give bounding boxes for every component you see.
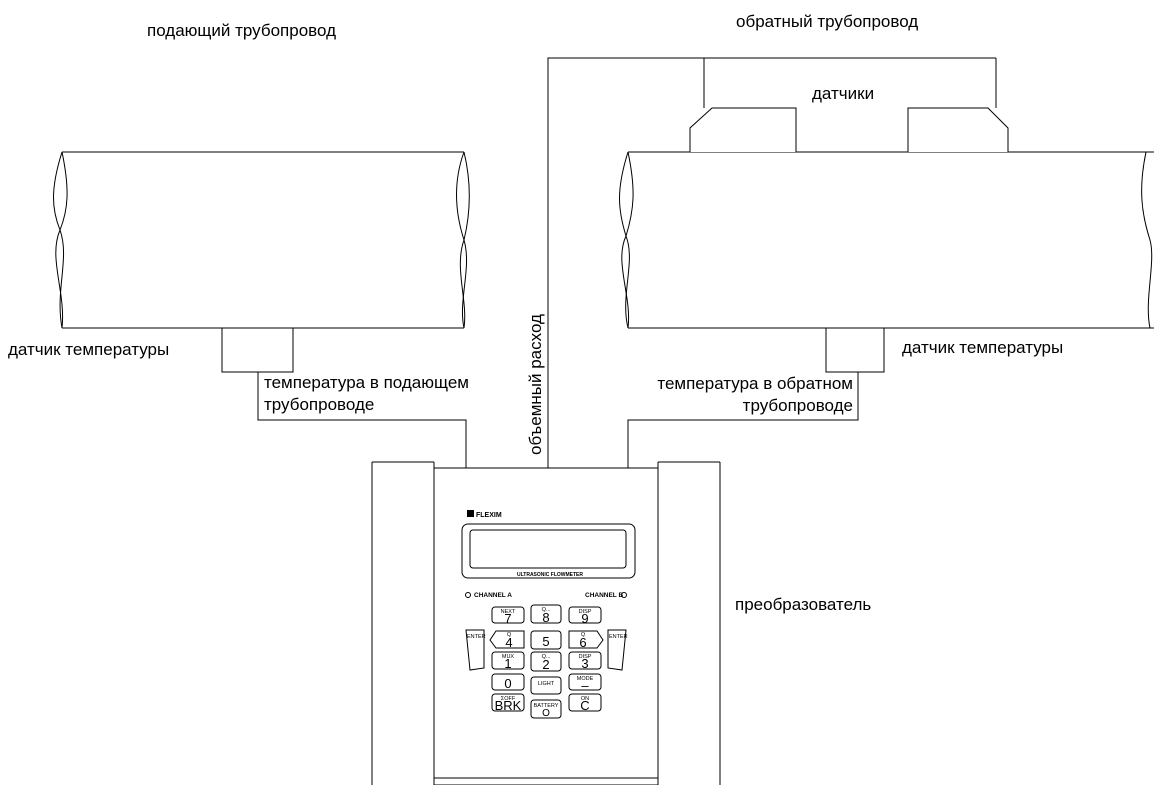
volume-flow-label: объемный расход — [526, 314, 545, 455]
supply-temp-label-2: трубопроводе — [264, 395, 374, 414]
key-light[interactable]: LIGHT — [530, 676, 562, 695]
svg-text:9: 9 — [581, 611, 588, 626]
channel-b-led — [621, 592, 627, 598]
display-caption: ULTRASONIC FLOWMETER — [517, 572, 583, 578]
svg-text:Q...: Q... — [542, 607, 551, 613]
temp-sensor-left-box — [221, 327, 294, 373]
svg-text:0: 0 — [504, 676, 511, 691]
svg-text:BATTERY: BATTERY — [534, 703, 559, 709]
key-1[interactable]: MUX 1 — [491, 651, 525, 671]
svg-text:DISP: DISP — [579, 654, 592, 660]
svg-text:3: 3 — [581, 656, 588, 671]
key-5[interactable]: 5 — [530, 630, 562, 650]
return-pipe-label: обратный трубопровод — [736, 12, 918, 31]
transducer-left — [689, 107, 797, 152]
key-9[interactable]: DISP 9 — [568, 606, 602, 626]
temp-sensor-right-label: датчик температуры — [902, 338, 1063, 357]
key-0[interactable]: 0 — [491, 673, 525, 691]
svg-text:8: 8 — [542, 610, 549, 625]
svg-text:5: 5 — [542, 634, 549, 649]
svg-text:ENTER: ENTER — [467, 634, 486, 640]
svg-text:ON: ON — [581, 696, 589, 702]
svg-text:MODE: MODE — [577, 676, 594, 682]
temp-sensor-right-box — [825, 327, 885, 373]
key-7[interactable]: NEXT 7 — [491, 606, 525, 626]
display-screen — [469, 529, 627, 569]
channel-b-label: CHANNEL B — [585, 592, 623, 599]
svg-text:7: 7 — [504, 611, 511, 626]
transmitter: FLEXIM ULTRASONIC FLOWMETER CHANNEL A CH… — [371, 461, 721, 785]
transmitter-label: преобразователь — [735, 595, 871, 614]
svg-text:–: – — [581, 678, 589, 693]
transducer-right — [907, 107, 1009, 152]
cables — [257, 57, 997, 468]
svg-text:BRK: BRK — [495, 698, 522, 713]
svg-text:C: C — [580, 698, 589, 713]
svg-text:MUX: MUX — [502, 654, 515, 660]
enter-left-key[interactable]: ENTER — [465, 629, 486, 671]
brand-logo-mark — [467, 510, 474, 517]
svg-text:Q: Q — [581, 632, 586, 638]
key-6[interactable]: Q 6 — [568, 630, 604, 650]
svg-text:2: 2 — [542, 657, 549, 672]
return-temp-label-1: температура в обратном — [657, 374, 853, 393]
key-2[interactable]: Q... 2 — [530, 651, 562, 672]
key-brk[interactable]: ΣOFF BRK — [491, 693, 525, 713]
svg-text:DISP: DISP — [579, 609, 592, 615]
svg-text:ΣOFF: ΣOFF — [501, 696, 516, 702]
enter-right-key[interactable]: ENTER — [607, 629, 628, 671]
key-3[interactable]: DISP 3 — [568, 651, 602, 671]
svg-text:4: 4 — [505, 635, 512, 650]
sensors-label: датчики — [812, 84, 874, 103]
svg-text:1: 1 — [504, 656, 511, 671]
key-minus[interactable]: MODE – — [568, 673, 602, 693]
svg-text:ENTER: ENTER — [609, 634, 628, 640]
supply-pipe-label: подающий трубопровод — [147, 21, 336, 40]
channel-a-led — [465, 592, 471, 598]
svg-text:Q: Q — [507, 632, 512, 638]
supply-temp-label-1: температура в подающем — [264, 373, 469, 392]
svg-text:Q...: Q... — [542, 654, 551, 660]
brand-logo-text: FLEXIM — [476, 512, 502, 519]
key-battery[interactable]: BATTERY O — [530, 699, 562, 719]
channel-a-label: CHANNEL A — [474, 592, 512, 599]
svg-text:LIGHT: LIGHT — [538, 681, 555, 687]
svg-text:O: O — [542, 708, 550, 719]
temp-sensor-left-label: датчик температуры — [8, 340, 169, 359]
svg-text:6: 6 — [579, 635, 586, 650]
return-temp-label-2: трубопроводе — [743, 396, 853, 415]
key-c[interactable]: ON C — [568, 693, 602, 713]
supply-pipe — [53, 151, 470, 329]
key-4[interactable]: Q 4 — [489, 630, 525, 650]
return-pipe — [619, 151, 1154, 329]
key-8[interactable]: Q... 8 — [530, 604, 562, 625]
svg-text:NEXT: NEXT — [501, 609, 516, 615]
